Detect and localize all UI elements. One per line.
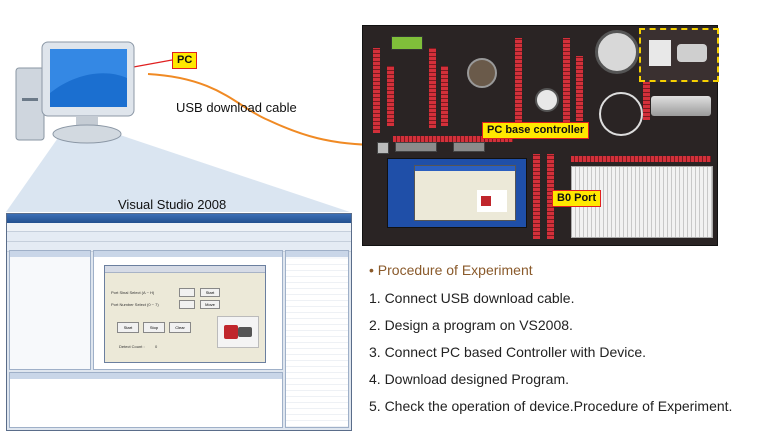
connector-strip [533,154,540,239]
ide-menubar [7,223,351,232]
pc-leader-line [127,59,173,69]
projection-cone [6,135,350,212]
connector-strip [429,48,436,128]
connector-strip [515,38,522,123]
procedure-step-3: 3. Connect PC based Controller with Devi… [369,344,647,360]
port-number-label: Port Number Select (0 ~ 7) [111,302,159,307]
clear-button[interactable]: Clear [169,322,191,333]
field-start-button[interactable]: Start [200,288,220,297]
usb-cable-line [147,73,381,146]
serial-port [453,142,485,152]
visual-studio-ide: Port Sinal Select (A ~ H) Port Number Se… [6,213,352,431]
rotary-knob [467,58,497,88]
device-body [649,40,671,66]
form-dialog: Port Sinal Select (A ~ H) Port Number Se… [104,265,266,363]
connector-strip [547,154,554,239]
number-select-box[interactable] [179,300,195,309]
procedure-step-2: 2. Design a program on VS2008. [369,317,573,333]
embedded-dialog [414,165,516,221]
embedded-device-photo [477,190,507,212]
properties-header [286,251,348,257]
stop-button[interactable]: Stop [143,322,165,333]
connector-strip [576,56,583,121]
usb-cable-label: USB download cable [176,100,297,115]
serial-port [395,142,437,152]
start-button[interactable]: Start [117,322,139,333]
solution-explorer-panel [9,250,91,370]
detect-count-value: 0 [155,344,158,349]
buzzer [535,88,559,112]
embedded-screen [387,158,527,228]
usb-port [377,142,389,154]
b0-port-tag: B0 Port [552,190,602,207]
target-device-highlight [639,28,719,82]
connector-strip [441,66,448,126]
designer-tab-strip [94,251,282,257]
procedure-title: • Procedure of Experiment [369,262,533,278]
output-header [10,373,282,379]
form-dialog-titlebar [105,266,265,273]
sensor-cylinder [651,96,711,116]
wheel [595,30,639,74]
ide-titlebar [7,214,351,223]
controller-board-photo [362,25,719,246]
pc-base-controller-tag: PC base controller [482,122,590,139]
angle-gauge [599,92,643,136]
device-photo-motor [238,327,252,337]
pc-tag: PC [172,52,198,69]
ide-toolbar [7,232,351,242]
connector-strip [393,136,513,142]
field-move-button[interactable]: Move [200,300,220,309]
embedded-device-red [481,196,491,206]
connector-strip [373,48,380,133]
procedure-step-1: 1. Connect USB download cable. [369,290,575,306]
pc-monitor-icon [15,41,135,144]
device-motor [677,44,707,62]
output-panel [9,372,283,428]
lcd-display [391,36,423,50]
designer-panel: Port Sinal Select (A ~ H) Port Number Se… [93,250,283,370]
signal-select-box[interactable] [179,288,195,297]
procedure-step-5: 5. Check the operation of device.Procedu… [369,398,733,414]
connector-strip [563,38,570,123]
embedded-dialog-titlebar [415,166,515,171]
connector-strip [643,50,650,120]
detect-count-label: Detect Count : [119,344,145,349]
visual-studio-title: Visual Studio 2008 [118,197,227,212]
device-photo-red-block [224,325,238,339]
device-photo [217,316,259,348]
properties-grid [286,259,348,427]
connector-strip [387,66,394,126]
solution-explorer-header [10,251,90,257]
procedure-step-4: 4. Download designed Program. [369,371,570,387]
connector-strip [571,156,711,162]
port-signal-label: Port Sinal Select (A ~ H) [111,290,155,295]
properties-panel [285,250,349,428]
